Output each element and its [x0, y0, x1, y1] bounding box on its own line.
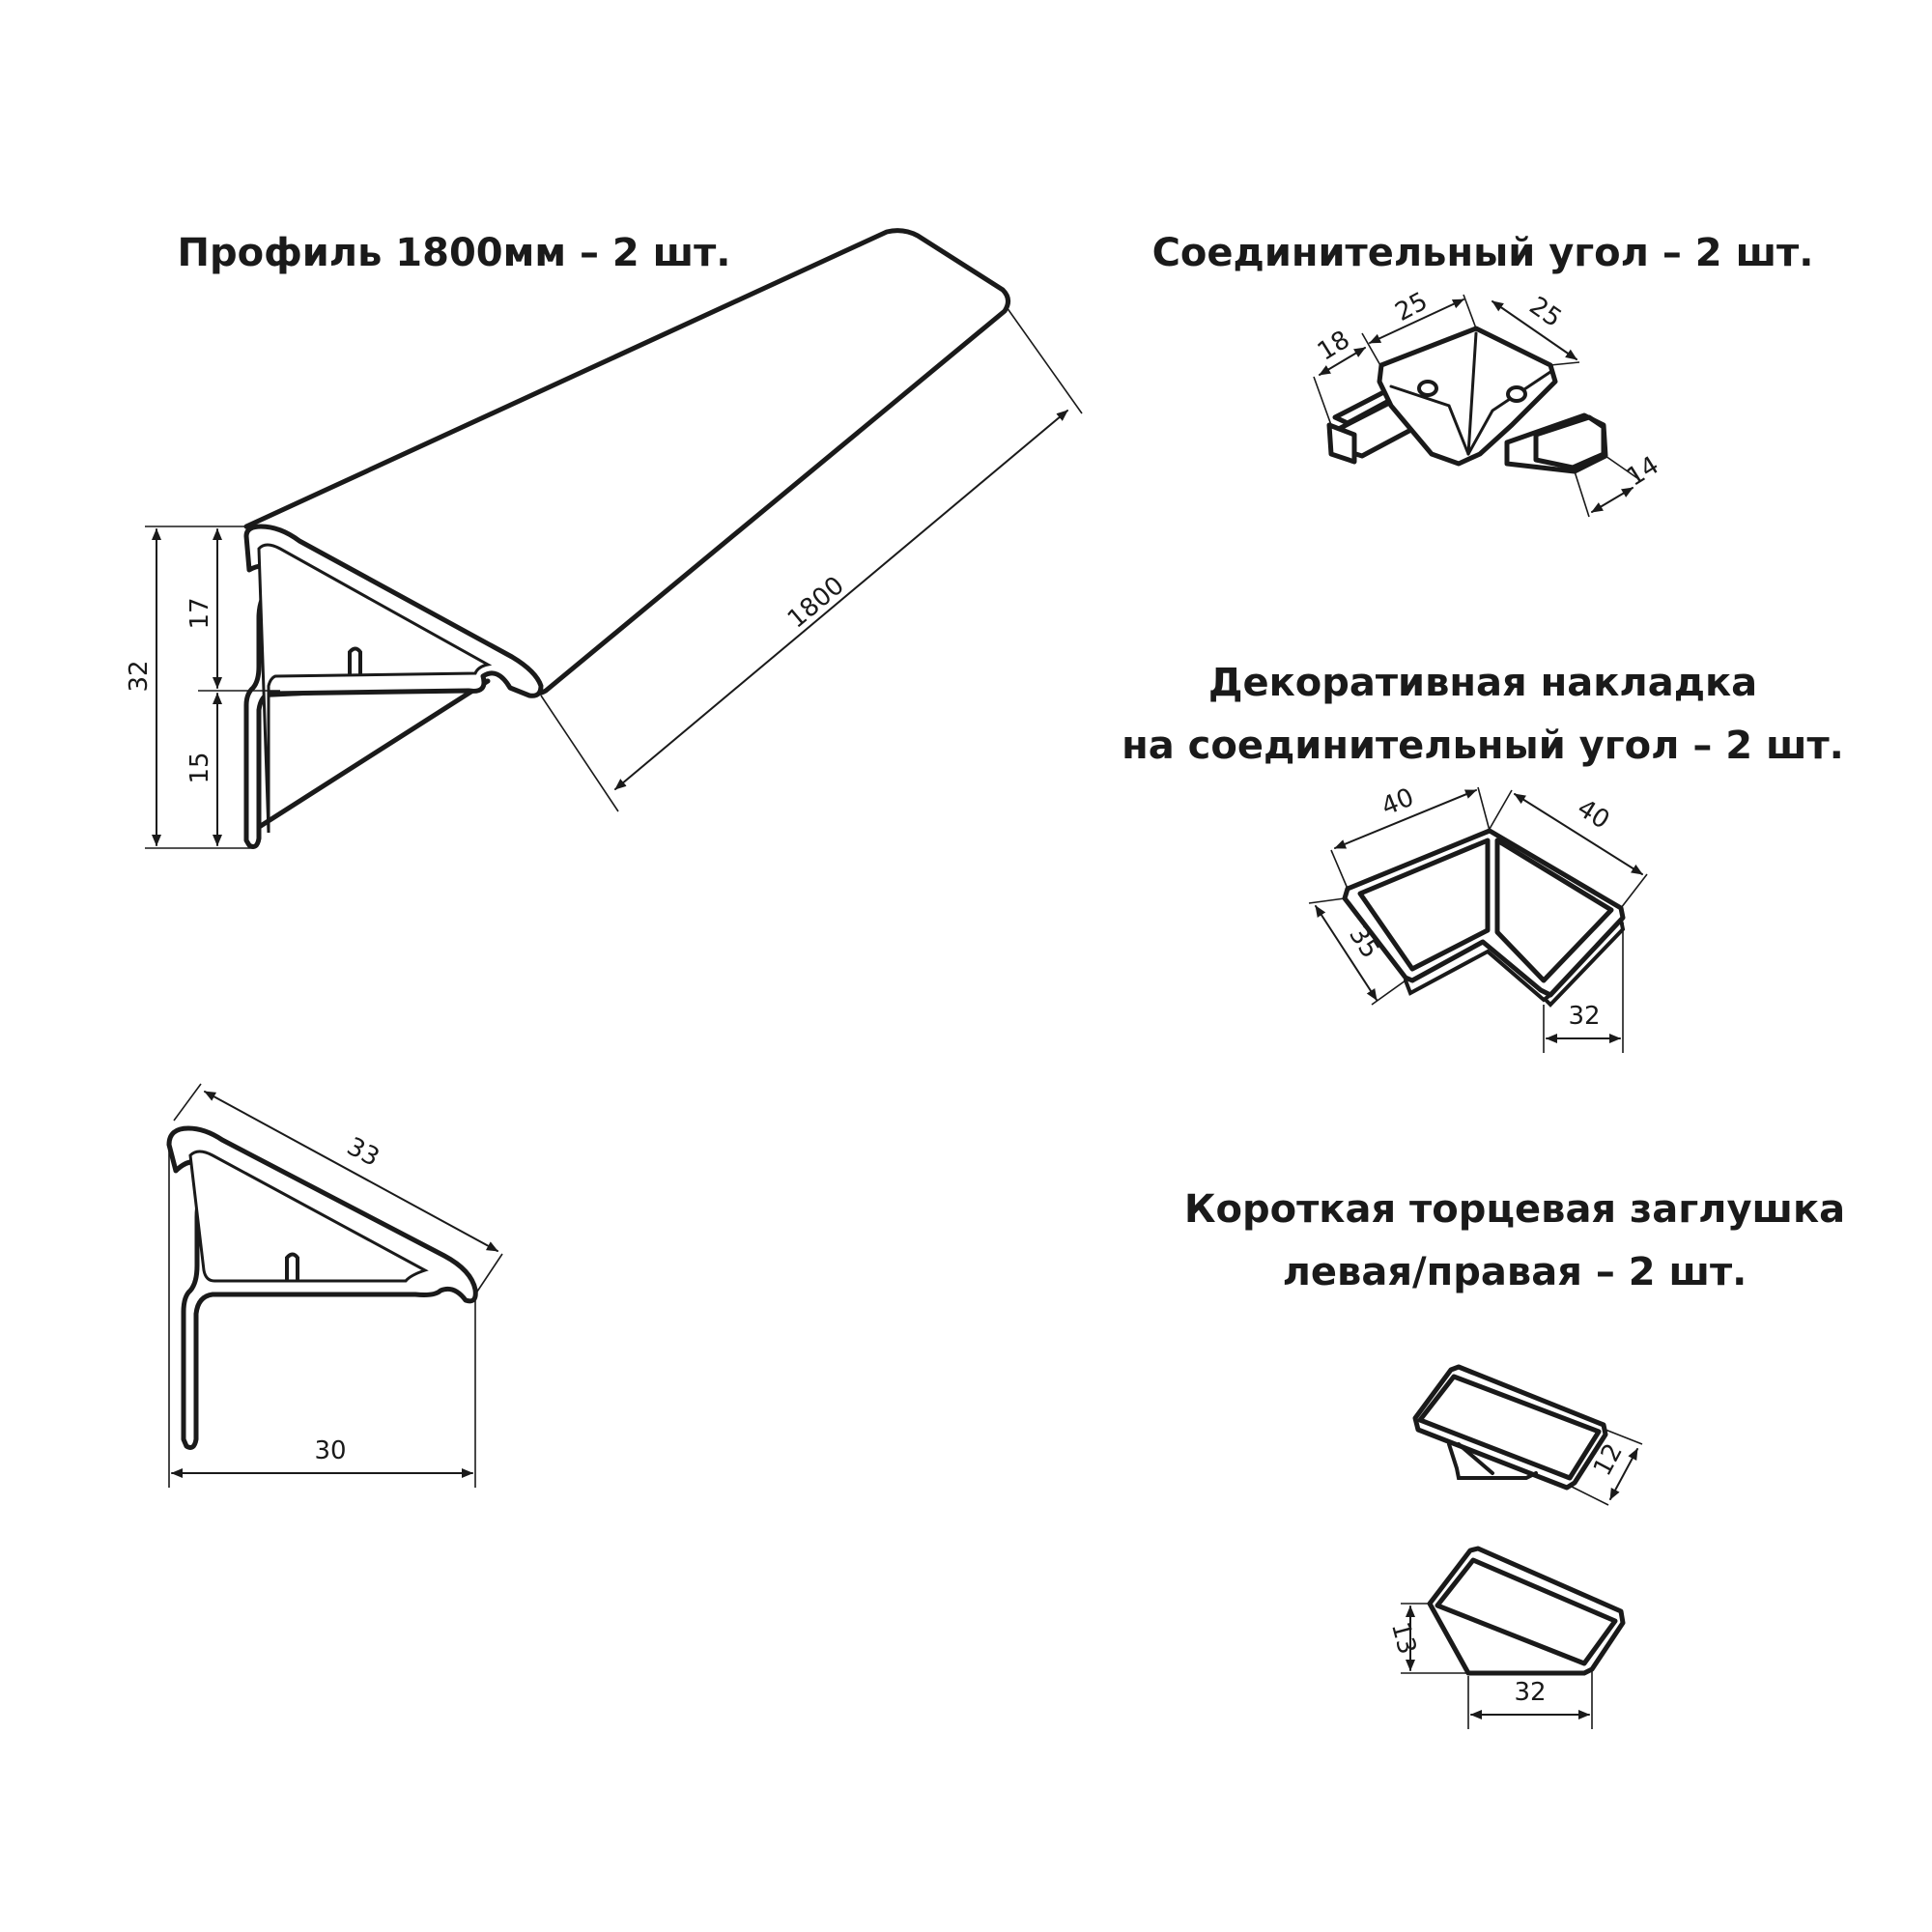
cap-title-line1: Короткая торцевая заглушка [1184, 1187, 1845, 1232]
profile-title: Профиль 1800мм – 2 шт. [177, 231, 730, 275]
cover-drawing: 40 40 35 32 [1308, 782, 1648, 1053]
dim-cap-32: 32 [1514, 1678, 1546, 1707]
corner-title: Соединительный угол – 2 шт. [1152, 231, 1814, 275]
profile-rear-web [250, 678, 491, 834]
dim-corner-18: 18 [1313, 326, 1355, 367]
cap-bottom-drawing: 13 32 [1385, 1546, 1626, 1729]
profile-section-drawing: 33 30 [166, 1083, 503, 1488]
cover-title-line2: на соединительный угол – 2 шт. [1122, 724, 1844, 768]
dim-profile-length: 1800 [782, 571, 850, 635]
dim-section-width: 30 [314, 1436, 346, 1465]
corner-hole-left [1417, 380, 1438, 397]
cap-top-drawing: 12 [1412, 1364, 1643, 1506]
dim-section-diagonal: 33 [342, 1132, 384, 1173]
corner-hole-right [1506, 385, 1527, 403]
dim-profile-height: 32 [125, 660, 154, 692]
dim-cover-40-right: 40 [1572, 794, 1614, 836]
cover-title-line1: Декоративная накладка [1208, 661, 1757, 705]
dim-corner-14: 14 [1622, 451, 1664, 493]
dim-cap-13: 13 [1385, 1619, 1422, 1658]
dim-profile-lower: 15 [185, 752, 214, 783]
cap-title-line2: левая/правая – 2 шт. [1283, 1250, 1747, 1294]
dim-cover-32: 32 [1568, 1002, 1600, 1031]
profile-drawing: 1800 32 17 15 [125, 228, 1083, 849]
dim-corner-25-left: 25 [1391, 287, 1433, 327]
corner-drawing: 18 25 25 14 [1313, 287, 1664, 518]
dim-profile-upper: 17 [185, 597, 214, 629]
